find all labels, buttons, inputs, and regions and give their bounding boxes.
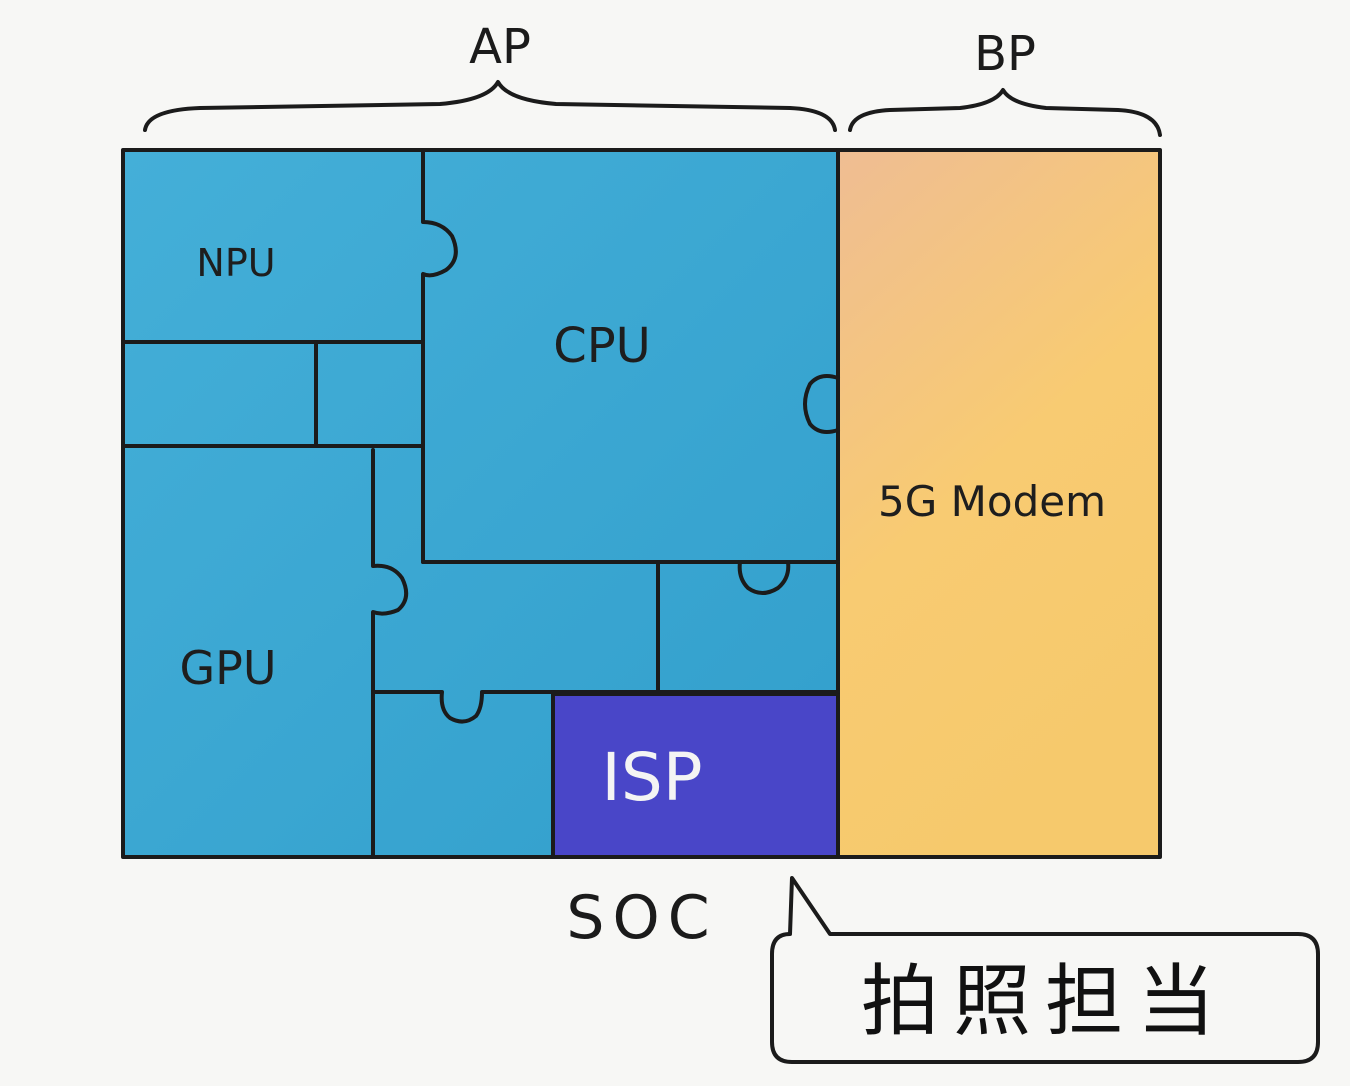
bp-brace: [848, 88, 1162, 137]
callout-bubble: [770, 876, 1320, 1064]
modem-label: 5G Modem: [878, 477, 1106, 526]
soc-label: SOC: [566, 883, 717, 953]
callout-label: 拍照担当: [861, 957, 1229, 1047]
ap-brace: [143, 80, 837, 132]
npu-cpu-divider: [421, 148, 458, 344]
modem-region: [836, 148, 1162, 859]
ap-label: AP: [469, 19, 531, 75]
cpu-modem-tab: [803, 374, 840, 434]
npu-label: NPU: [196, 241, 275, 285]
gpu-right-edge: [371, 448, 409, 859]
mid-blocks-bottom: [371, 690, 840, 724]
bp-label: BP: [974, 26, 1036, 82]
cpu-label: CPU: [553, 318, 651, 374]
lower-right-tab: [737, 560, 791, 595]
isp-label: ISP: [601, 739, 702, 816]
gpu-label: GPU: [179, 641, 276, 695]
